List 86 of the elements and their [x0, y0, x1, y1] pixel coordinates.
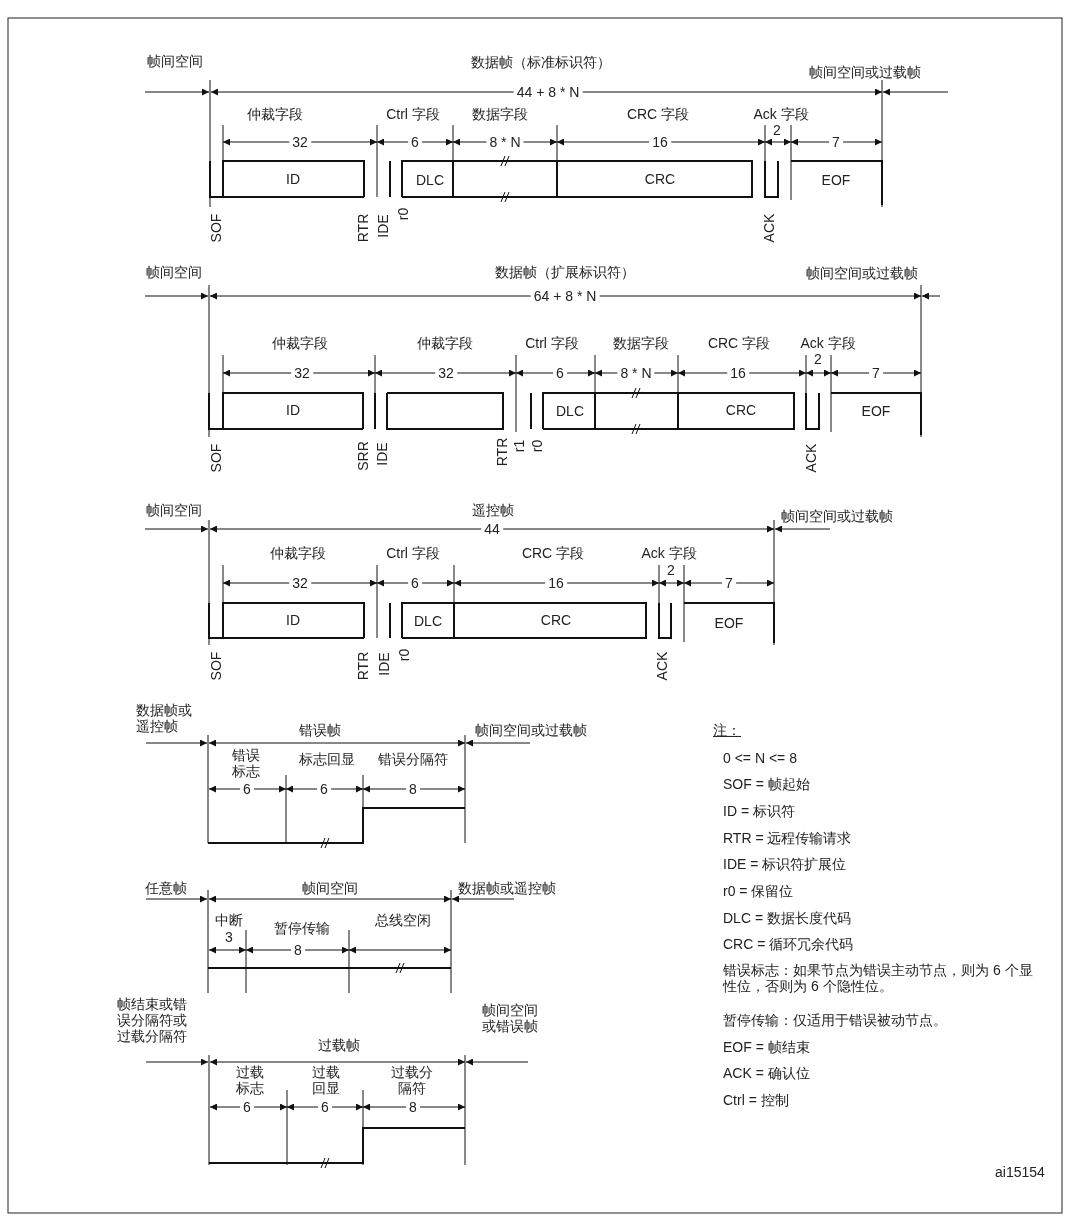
field-label: 总线空闲 [375, 911, 431, 929]
segment-label: DLC [556, 402, 584, 420]
bit-label: IDE [373, 442, 391, 466]
segment-label: DLC [414, 612, 442, 630]
field-label: Ctrl 字段 [525, 334, 579, 352]
segment-label: ID [286, 170, 300, 188]
field-label: Ctrl 字段 [386, 544, 440, 562]
note-text: 0 <= N <= 8 [723, 749, 797, 767]
segment-label: CRC [540, 611, 572, 629]
note-text: Ctrl = 控制 [723, 1091, 789, 1109]
note-text: SOF = 帧起始 [723, 775, 810, 793]
bit-label: r0 [394, 207, 412, 221]
segment-label: EOF [714, 614, 744, 632]
frame-label: 帧间空间或过载帧 [806, 264, 918, 282]
bit-label: r0 [528, 439, 546, 453]
segment-label: CRC [725, 401, 757, 419]
field-label: CRC 字段 [626, 105, 690, 123]
notes-heading: 注： [713, 721, 741, 739]
bit-label: RTR [354, 213, 372, 243]
field-label: 错误分隔符 [378, 750, 448, 768]
field-label: 中断 [215, 911, 243, 929]
segment-label: DLC [416, 171, 444, 189]
note-text: 错误标志：如果节点为错误主动节点，则为 6 个显性位，否则为 6 个隐性位。 [723, 962, 1034, 995]
frame-label: 帧间空间 [146, 501, 202, 519]
bit-label: IDE [375, 652, 393, 676]
field-label: CRC 字段 [521, 544, 585, 562]
note-text: RTR = 远程传输请求 [723, 829, 852, 847]
bit-label: r1 [510, 439, 528, 453]
bit-label: SOF [207, 443, 225, 473]
segment-label: ID [286, 611, 300, 629]
field-label: 仲裁字段 [247, 105, 303, 123]
field-label: 仲裁字段 [272, 334, 328, 352]
frame-label: 帧间空间或过载帧 [781, 507, 893, 525]
bit-label: SOF [207, 651, 225, 681]
field-label: 仲裁字段 [417, 334, 473, 352]
field-label: Ack 字段 [753, 105, 809, 123]
note-text: IDE = 标识符扩展位 [723, 855, 847, 873]
field-label: Ack 字段 [641, 544, 697, 562]
bit-label: ACK [760, 213, 778, 243]
bit-label: r0 [395, 648, 413, 662]
bit-label: RTR [354, 651, 372, 681]
figure-id: ai15154 [995, 1163, 1045, 1181]
note-text: CRC = 循环冗余代码 [723, 935, 854, 953]
frame-label: 任意帧 [145, 879, 187, 897]
segment-label: ID [286, 401, 300, 419]
frame-title: 数据帧（标准标识符） [471, 53, 611, 71]
field-label: 暂停传输 [274, 919, 330, 937]
bit-label: ACK [802, 443, 820, 473]
field-label: 仲裁字段 [270, 544, 326, 562]
frame-label: 帧间空间 [146, 263, 202, 281]
field-label: 过载分隔符 [390, 1063, 434, 1097]
frame-label: 数据帧或遥控帧 [458, 879, 556, 897]
frame-label: 帧间空间或过载帧 [475, 721, 587, 739]
note-text: EOF = 帧结束 [723, 1038, 810, 1056]
frame-label: 数据帧或遥控帧 [136, 702, 193, 735]
frame-title: 错误帧 [299, 721, 341, 739]
note-text: r0 = 保留位 [723, 882, 794, 900]
frame-title: 帧间空间 [302, 879, 358, 897]
segment-label: CRC [644, 170, 676, 188]
field-label: 数据字段 [613, 334, 669, 352]
field-label: 过载回显 [311, 1063, 341, 1097]
bit-label: IDE [374, 214, 392, 238]
segment-label: EOF [821, 171, 851, 189]
frame-label: 帧结束或错误分隔符或过载分隔符 [116, 995, 188, 1045]
field-label: Ctrl 字段 [386, 105, 440, 123]
bit-label: SOF [207, 213, 225, 243]
field-label: Ack 字段 [800, 334, 856, 352]
field-label: 过载标志 [235, 1063, 265, 1097]
field-label: 错误标志 [231, 746, 261, 780]
bit-label: RTR [493, 437, 511, 467]
frame-label: 帧间空间或过载帧 [809, 63, 921, 81]
field-label: 标志回显 [299, 750, 355, 768]
segment-label: EOF [861, 402, 891, 420]
bit-label: ACK [653, 651, 671, 681]
frame-label: 帧间空间 [147, 52, 203, 70]
note-text: ID = 标识符 [723, 802, 795, 820]
frame-title: 遥控帧 [472, 501, 514, 519]
frame-title: 数据帧（扩展标识符） [495, 263, 635, 281]
frame-label: 帧间空间或错误帧 [481, 1001, 539, 1035]
field-label: CRC 字段 [707, 334, 771, 352]
note-text: ACK = 确认位 [723, 1064, 810, 1082]
note-text: 暂停传输：仅适用于错误被动节点。 [723, 1011, 947, 1029]
frame-title: 过载帧 [318, 1036, 360, 1054]
note-text: DLC = 数据长度代码 [723, 909, 851, 927]
bit-label: SRR [354, 441, 372, 471]
field-label: 数据字段 [472, 105, 528, 123]
